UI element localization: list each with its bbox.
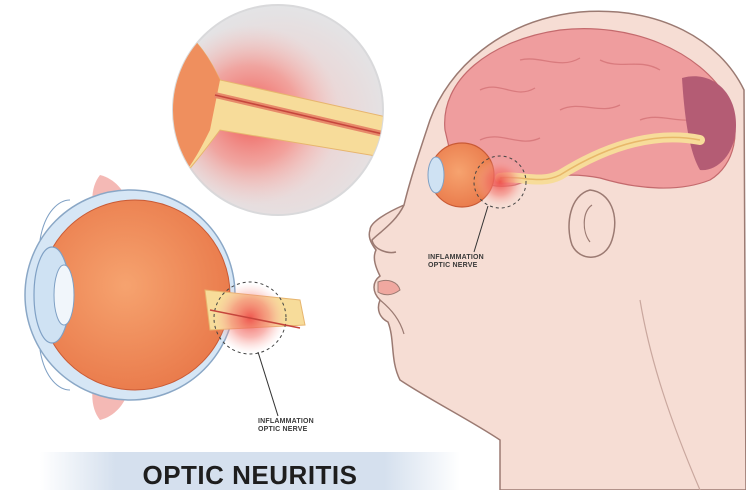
eye-label-pointer [258,352,278,416]
zoomed-nerve [150,5,400,215]
eye-inflammation-label: INFLAMMATION OPTIC NERVE [258,418,314,434]
ear [569,190,615,257]
page-title: OPTIC NEURITIS [0,460,500,491]
head-inflammation-label: INFLAMMATION OPTIC NERVE [428,254,484,270]
